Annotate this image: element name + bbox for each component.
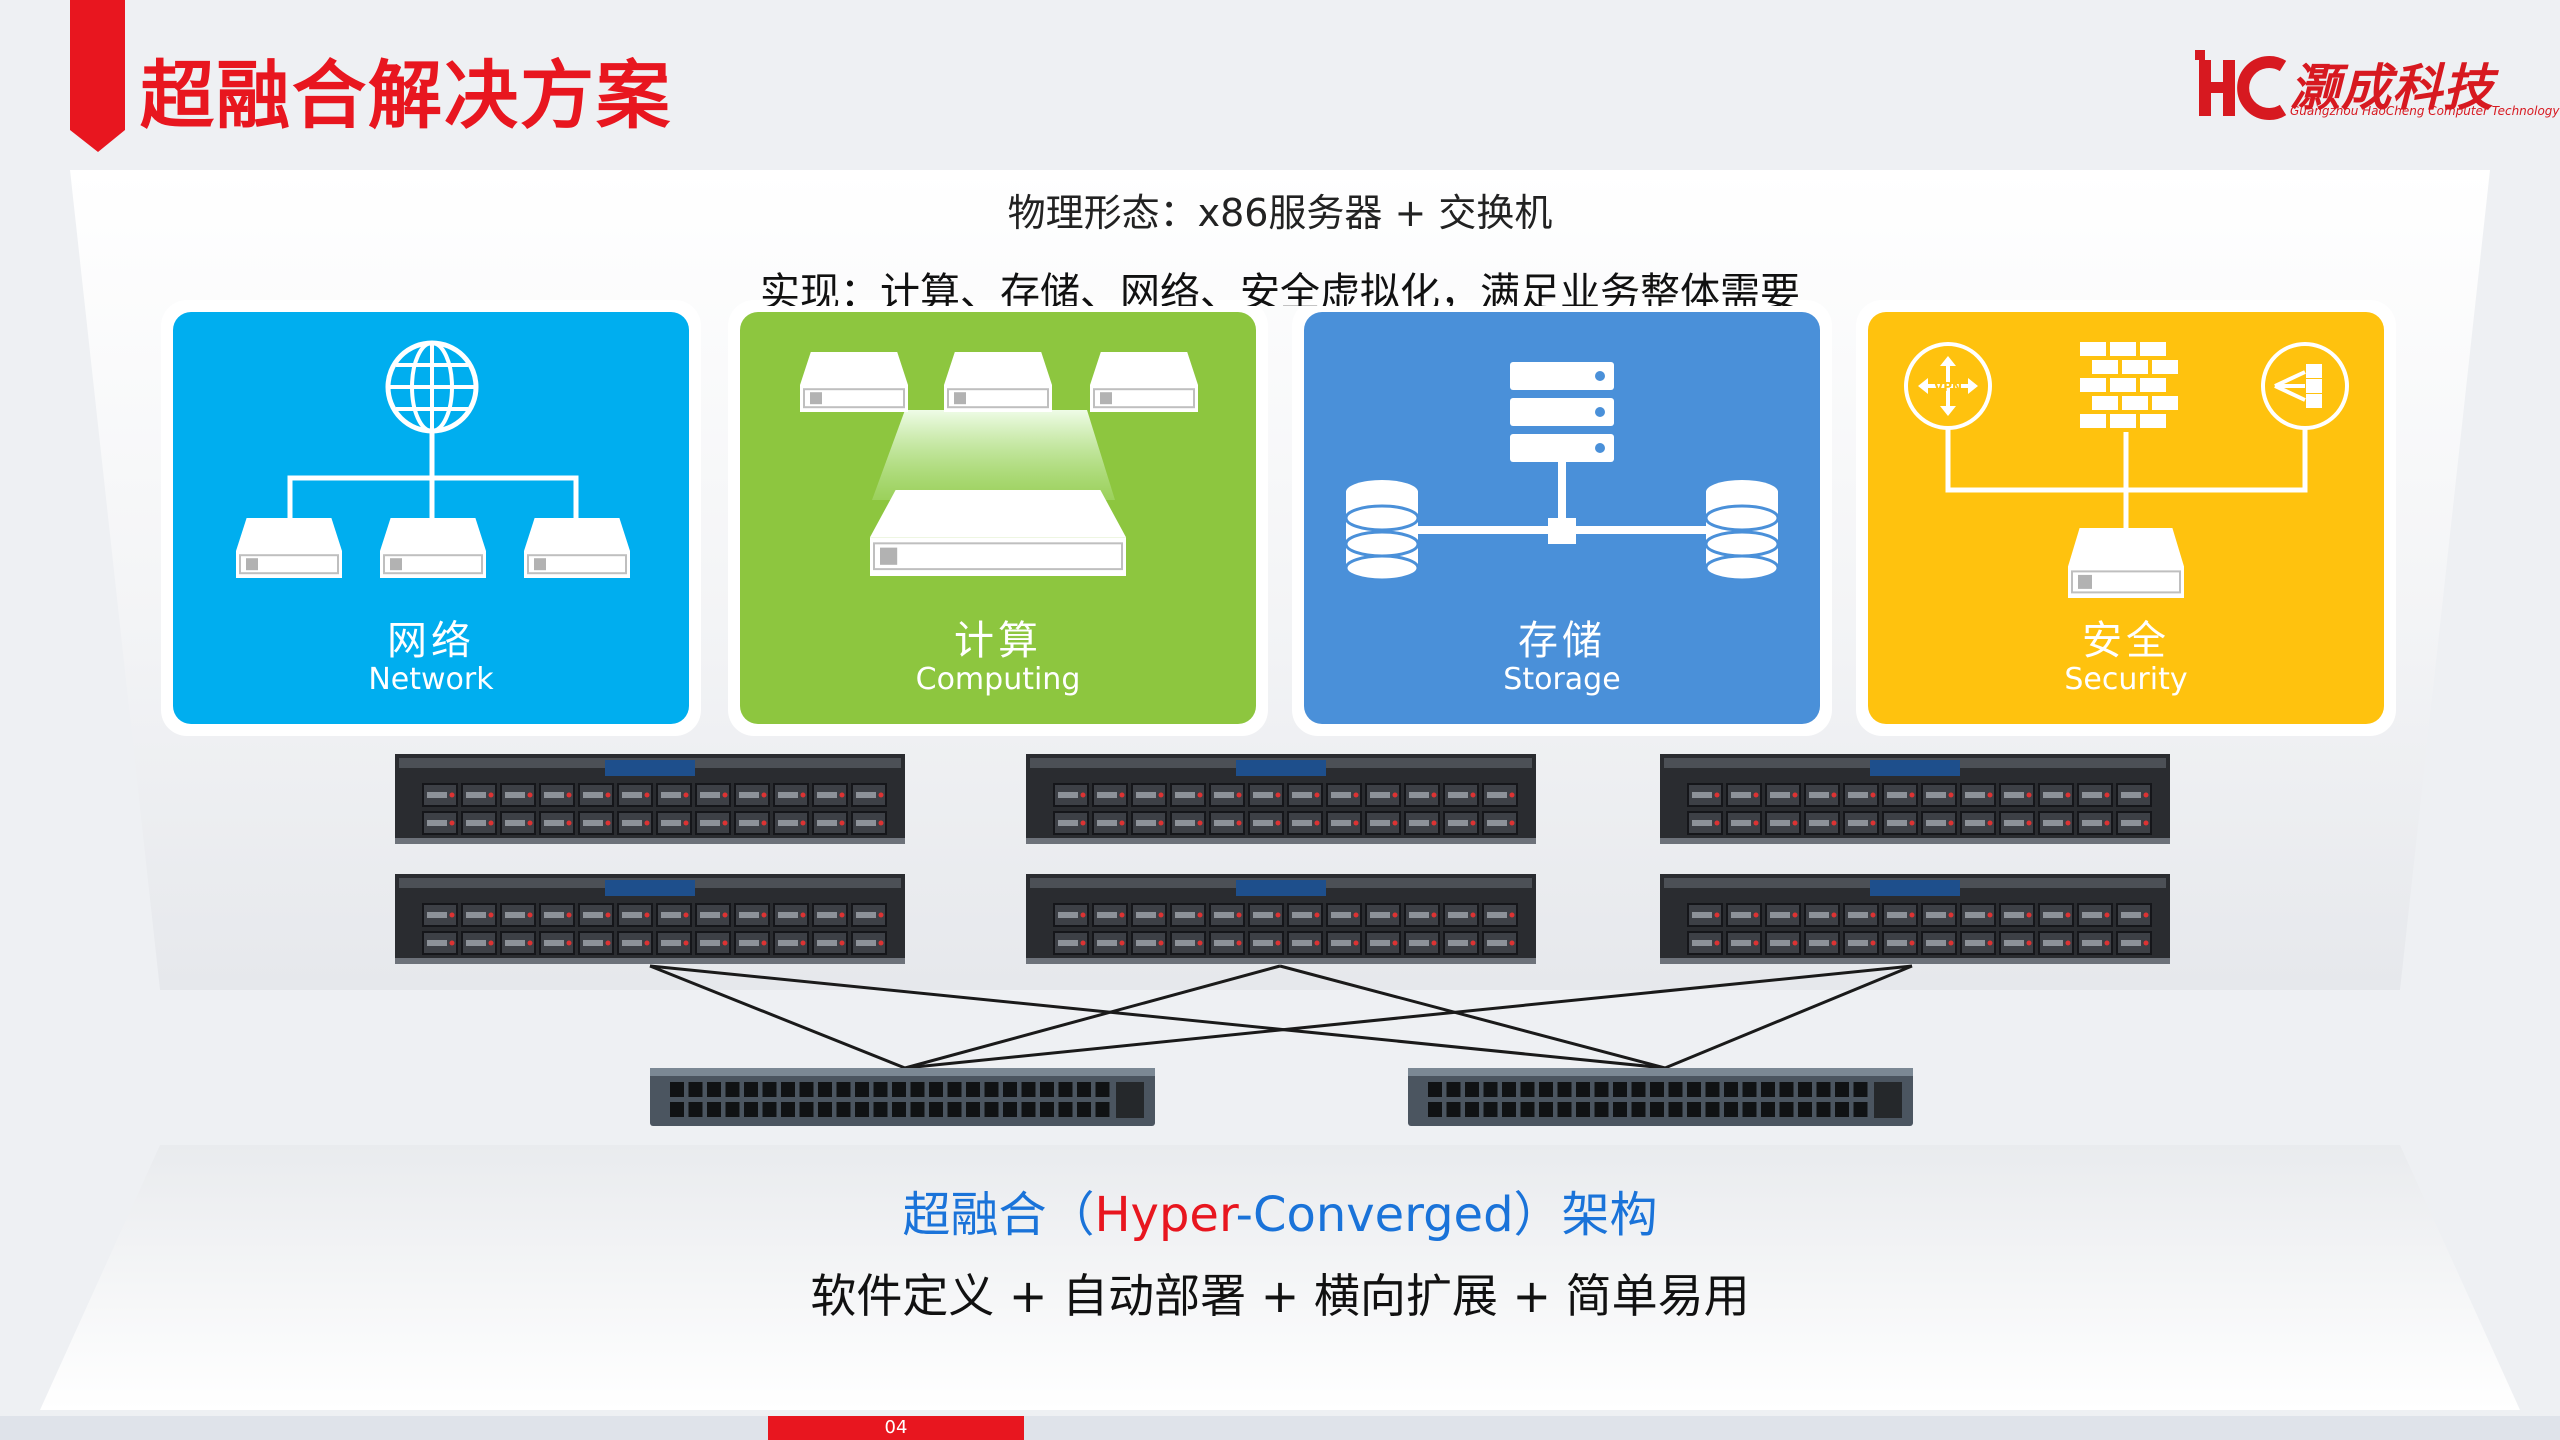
rack-server [1026, 754, 1536, 844]
hc-logo-icon [2195, 50, 2287, 120]
link-line [649, 964, 1666, 1070]
server-unit-icon [524, 518, 630, 578]
server-racks [395, 754, 2170, 964]
computing-servers-icon [800, 352, 1198, 576]
link-line [649, 964, 906, 1070]
database-icon [1344, 480, 1420, 582]
rack-server-icon [1510, 434, 1614, 462]
rack-server-icon [1510, 362, 1614, 390]
server-unit-icon [800, 352, 908, 412]
slogan: 软件定义 + 自动部署 + 横向扩展 + 简单易用 [810, 1269, 1750, 1323]
server-unit-icon [944, 352, 1052, 412]
card-computing-title: 计算 [954, 618, 1042, 664]
database-icon [1704, 480, 1780, 582]
switches [650, 1068, 1913, 1126]
card-network-subtitle: Network [368, 662, 494, 697]
architecture-prefix: 超融合（ [902, 1187, 1095, 1243]
implementation-text: 实现：计算、存储、网络、安全虚拟化，满足业务整体需要 [760, 270, 1800, 306]
server-unit-icon [2068, 528, 2184, 598]
storage-database-icon [1344, 362, 1780, 582]
architecture-highlight: Hyper [1094, 1187, 1236, 1243]
architecture-title: 超融合（Hyper-Converged）架构 [0, 1175, 2560, 1245]
network-links [649, 964, 1913, 1070]
server-unit-icon [1090, 352, 1198, 412]
main-server-icon [870, 490, 1126, 576]
page-title: 超融合解决方案 [140, 53, 672, 139]
link-line [904, 964, 1281, 1070]
rack-server [395, 874, 905, 964]
rack-server-icon [1510, 398, 1614, 426]
company-name: 灏成科技 [2290, 59, 2494, 117]
rack-server [1660, 874, 2170, 964]
light-beam [872, 410, 1115, 500]
card-storage-subtitle: Storage [1503, 662, 1621, 697]
switch-unit [650, 1068, 1155, 1126]
security-firewall-icon: VPN [1904, 342, 2349, 598]
card-network-title: 网络 [387, 618, 475, 664]
title-accent-ribbon [70, 0, 125, 152]
network-globe-icon [236, 340, 630, 578]
rack-server [1660, 754, 2170, 844]
vpn-label: VPN [1934, 380, 1962, 394]
card-security-title: 安全 [2082, 618, 2170, 664]
architecture-suffix: -Converged）架构 [1235, 1187, 1658, 1243]
link-line [904, 964, 1913, 1070]
rack-server [1026, 874, 1536, 964]
switch-unit [1408, 1068, 1913, 1126]
company-subtitle: Guangzhou HaoCheng Computer Technology [2290, 104, 2560, 118]
server-unit-icon [380, 518, 486, 578]
link-line [1664, 964, 1913, 1070]
link-line [1279, 964, 1666, 1070]
firewall-icon [2080, 342, 2178, 428]
card-computing-subtitle: Computing [915, 662, 1081, 697]
rack-server [395, 754, 905, 844]
server-unit-icon [236, 518, 342, 578]
footer-bar [0, 1416, 2560, 1440]
card-storage-title: 存储 [1518, 618, 1606, 664]
physical-form-text: 物理形态：x86服务器 + 交换机 [1007, 191, 1553, 235]
page-number: 04 [768, 1416, 1024, 1440]
card-security-subtitle: Security [2064, 662, 2188, 697]
